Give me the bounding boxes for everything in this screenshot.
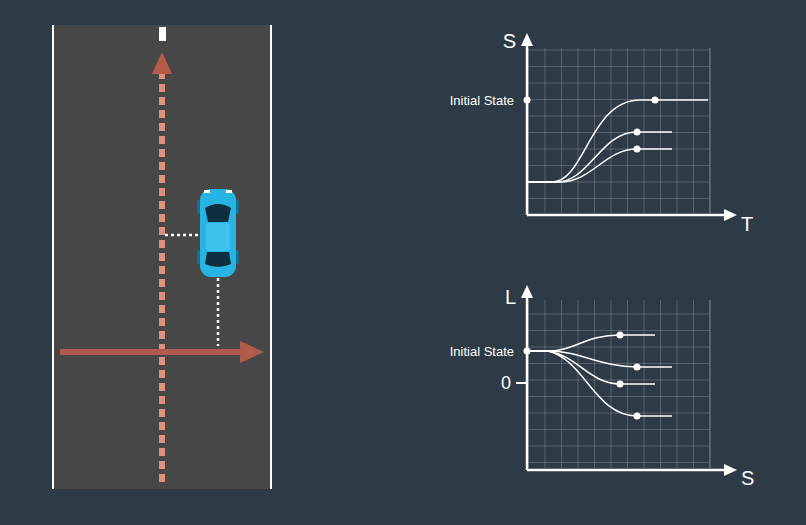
d-axis <box>60 349 246 355</box>
lane-mark <box>159 27 166 41</box>
trajectory <box>528 100 708 182</box>
end-point <box>524 97 659 153</box>
end-point <box>524 332 641 420</box>
axis-value: 0 <box>501 374 511 392</box>
axis-label: L <box>505 287 516 307</box>
car <box>197 189 239 277</box>
axis-label: T <box>741 214 753 234</box>
axis <box>527 469 726 472</box>
axis-label: S <box>503 31 516 51</box>
trajectory <box>528 335 672 416</box>
arrow-head <box>240 341 264 363</box>
state-label: Initial State <box>450 345 514 358</box>
lane-edge <box>52 25 54 489</box>
grid <box>528 300 710 468</box>
arrow-head <box>152 52 172 74</box>
tick <box>516 382 527 384</box>
s-axis-dashed <box>159 72 165 482</box>
lane-edge <box>270 25 272 489</box>
grid <box>528 48 710 213</box>
road <box>52 25 272 489</box>
projection-line <box>217 278 220 346</box>
axis-label: S <box>741 468 754 488</box>
state-label: Initial State <box>450 94 514 107</box>
axis <box>526 44 529 215</box>
axis <box>527 214 726 217</box>
